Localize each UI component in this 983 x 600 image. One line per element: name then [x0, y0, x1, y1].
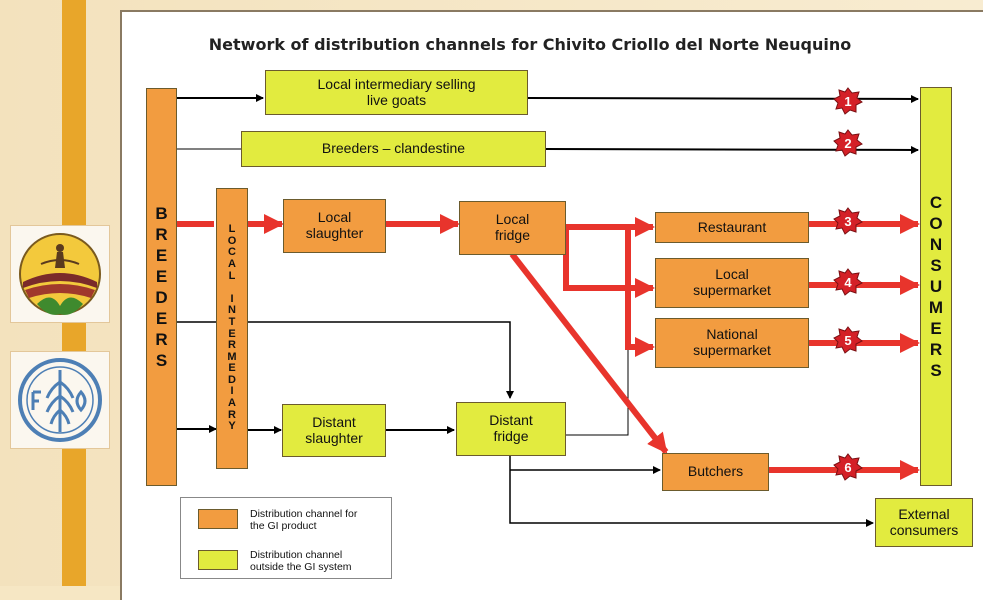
local-slaughter-box: Local slaughter: [283, 199, 386, 253]
channel-badge-4: 4: [833, 268, 863, 296]
box-label: Local intermediary selling: [317, 75, 476, 92]
local-intermediary-letter: C: [228, 246, 236, 259]
consumers-letter: N: [929, 235, 943, 254]
breeders-clandestine-box: Breeders – clandestine: [241, 131, 546, 167]
producers-seal-icon: [19, 233, 101, 315]
fao-emblem-icon: [18, 358, 102, 442]
channel-badge-5: 5: [833, 326, 863, 354]
box-label: Distant: [312, 413, 356, 430]
breeders-letter: E: [155, 267, 168, 286]
local-intermediary-letter: T: [228, 315, 236, 328]
consumers-column: C O N S U M E R S: [920, 87, 952, 486]
consumers-letter: E: [930, 319, 942, 338]
external-consumers-box: External consumers: [875, 498, 973, 547]
box-label: supermarket: [693, 342, 771, 358]
local-intermediary-letter: L: [228, 223, 236, 236]
consumers-letter: O: [929, 214, 943, 233]
legend-text: Distribution channel: [250, 549, 343, 561]
legend: Distribution channel for the GI product …: [180, 497, 392, 579]
box-label: Distant: [489, 412, 533, 429]
channel-number-5: 5: [844, 333, 851, 348]
box-label: consumers: [889, 521, 959, 538]
box-label: supermarket: [693, 282, 771, 298]
box-label: Local: [715, 266, 749, 283]
box-label: External: [898, 505, 950, 522]
box-label: slaughter: [305, 225, 364, 241]
channel-number-2: 2: [844, 136, 851, 151]
channel-badge-6: 6: [833, 453, 863, 481]
channel-number-1: 1: [844, 94, 851, 109]
local-intermediary-letter: O: [227, 234, 237, 247]
distant-slaughter-box: Distant slaughter: [282, 404, 386, 457]
box-label: Local: [495, 211, 530, 228]
local-intermediary-letter: R: [228, 408, 236, 421]
consumers-letter: U: [929, 277, 943, 296]
restaurant-box: Restaurant: [655, 212, 809, 243]
fao-logo: [10, 351, 110, 449]
channel-badge-2: 2: [833, 129, 863, 157]
box-label: fridge: [493, 428, 529, 444]
local-intermediary-letter: M: [227, 350, 237, 363]
channel-number-4: 4: [844, 275, 852, 290]
box-label: live goats: [366, 91, 427, 108]
box-label: Breeders – clandestine: [321, 140, 466, 157]
national-supermarket-box: National supermarket: [655, 318, 809, 368]
local-intermediary-column: L O C A L I N T E R M E D I A R Y: [216, 188, 248, 469]
breeders-letter: B: [155, 204, 168, 223]
consumers-letter: R: [929, 340, 943, 359]
legend-swatch-outside: [198, 550, 238, 570]
local-intermediary-letter: D: [228, 373, 236, 386]
flow-connectors: 1 2 3 4 5 6: [176, 87, 920, 527]
legend-text: outside the GI system: [250, 561, 352, 573]
breeders-letter: R: [155, 225, 168, 244]
gi-flows: [176, 214, 920, 480]
breeders-column: B R E E D E R S: [146, 88, 177, 486]
breeders-letter: S: [155, 351, 168, 370]
legend-text: the GI product: [250, 520, 317, 532]
legend-label-gi: Distribution channel for the GI product: [250, 508, 357, 532]
channel-badge-1: 1: [833, 87, 863, 115]
box-label: National: [706, 326, 758, 343]
local-intermediary-letter: I: [230, 385, 234, 398]
distant-fridge-box: Distant fridge: [456, 402, 566, 456]
local-intermediary-letter: A: [228, 257, 236, 270]
local-intermediary-letter: Y: [228, 420, 236, 433]
breeders-letter: E: [155, 246, 168, 265]
local-supermarket-box: Local supermarket: [655, 258, 809, 308]
consumers-letter: M: [928, 298, 944, 317]
legend-swatch-gi: [198, 509, 238, 529]
local-intermediary-letter: A: [228, 397, 236, 410]
diagram-title: Network of distribution channels for Chi…: [208, 35, 852, 54]
breeders-letter: E: [155, 309, 168, 328]
channel-number-3: 3: [844, 214, 851, 229]
local-intermediary-letter: I: [230, 292, 234, 305]
consumers-letter: S: [930, 361, 942, 380]
local-intermediary-letter: E: [228, 327, 236, 340]
local-intermediary-letter: [230, 282, 233, 294]
legend-text: Distribution channel for: [250, 508, 358, 520]
producers-seal-logo: [10, 225, 110, 323]
local-fridge-box: Local fridge: [459, 201, 566, 255]
butchers-box: Butchers: [662, 453, 769, 491]
box-label: slaughter: [305, 429, 363, 446]
consumers-letter: C: [929, 193, 943, 212]
box-label: Butchers: [687, 463, 744, 480]
local-intermediary-letter: N: [228, 304, 236, 317]
local-intermediary-live-goats-box: Local intermediary selling live goats: [265, 70, 528, 115]
breeders-letter: R: [155, 330, 168, 349]
channel-badge-3: 3: [833, 207, 863, 235]
local-intermediary-letter: L: [228, 269, 236, 282]
box-label: fridge: [494, 227, 531, 243]
breeders-letter: D: [155, 288, 168, 307]
legend-label-outside: Distribution channel outside the GI syst…: [250, 549, 352, 573]
box-label: Restaurant: [697, 218, 767, 235]
local-intermediary-letter: E: [228, 362, 236, 375]
local-intermediary-letter: R: [228, 339, 236, 352]
channel-number-6: 6: [844, 460, 851, 475]
consumers-letter: S: [930, 256, 942, 275]
box-label: Local: [317, 209, 352, 226]
